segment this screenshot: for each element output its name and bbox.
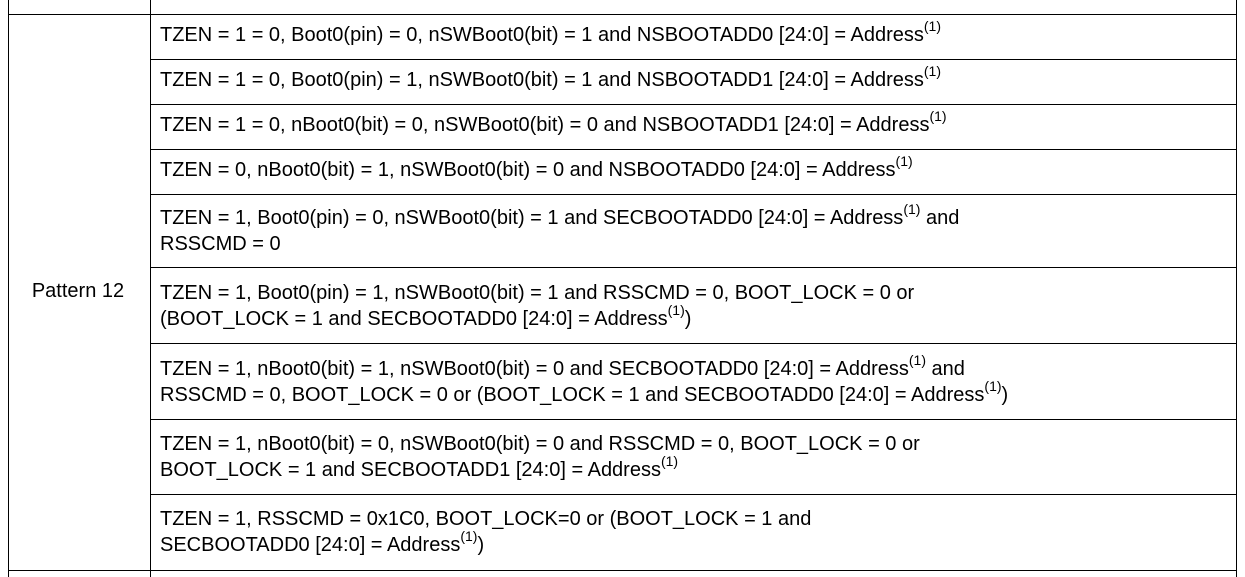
pattern-label: Pattern 12	[31, 280, 125, 302]
cell-text-line: TZEN = 1, RSSCMD = 0x1C0, BOOT_LOCK=0 or…	[160, 506, 1230, 532]
cell-text: )	[684, 308, 692, 330]
table-row: TZEN = 1 = 0, nBoot0(bit) = 0, nSWBoot0(…	[160, 109, 1230, 138]
cell-text: TZEN = 1 = 0, Boot0(pin) = 0, nSWBoot0(b…	[160, 24, 924, 46]
cell-text-line: BOOT_LOCK = 1 and SECBOOTADD1 [24:0] = A…	[160, 454, 1230, 483]
cell-text: TZEN = 1 = 0, Boot0(pin) = 1, nSWBoot0(b…	[160, 69, 924, 91]
table-row-divider	[150, 104, 1237, 105]
footnote-ref: (1)	[667, 302, 685, 319]
cell-text: TZEN = 1 = 0, nBoot0(bit) = 0, nSWBoot0(…	[160, 114, 930, 136]
cell-text: TZEN = 1, nBoot0(bit) = 0, nSWBoot0(bit)…	[160, 433, 920, 455]
footnote-ref: (1)	[908, 352, 926, 369]
cell-text-line: TZEN = 1 = 0, nBoot0(bit) = 0, nSWBoot0(…	[160, 109, 1230, 138]
table-row: TZEN = 1 = 0, Boot0(pin) = 0, nSWBoot0(b…	[160, 19, 1230, 48]
cell-text: RSSCMD = 0, BOOT_LOCK = 0 or (BOOT_LOCK …	[160, 384, 985, 406]
footnote-ref: (1)	[460, 528, 478, 545]
table-row: TZEN = 1 = 0, Boot0(pin) = 1, nSWBoot0(b…	[160, 64, 1230, 93]
footnote-ref: (1)	[923, 63, 942, 80]
cell-text-line: RSSCMD = 0	[160, 231, 1230, 257]
table-row-divider	[150, 267, 1237, 268]
cell-text: TZEN = 1, nBoot0(bit) = 1, nSWBoot0(bit)…	[160, 358, 909, 380]
cell-text: (BOOT_LOCK = 1 and SECBOOTADD0 [24:0] = …	[160, 308, 668, 330]
footnote-ref: (1)	[984, 378, 1002, 395]
table-column-divider	[150, 0, 151, 577]
table-row-divider	[150, 59, 1237, 60]
cell-text-line: TZEN = 1 = 0, Boot0(pin) = 1, nSWBoot0(b…	[160, 64, 1230, 93]
cell-text: )	[477, 534, 485, 556]
cell-text: SECBOOTADD0 [24:0] = Address	[160, 534, 461, 556]
table-row-divider	[150, 149, 1237, 150]
cell-text: TZEN = 1, Boot0(pin) = 1, nSWBoot0(bit) …	[160, 282, 915, 304]
cell-text: TZEN = 1, Boot0(pin) = 0, nSWBoot0(bit) …	[160, 207, 904, 229]
cell-text-line: SECBOOTADD0 [24:0] = Address(1))	[160, 529, 1230, 558]
table-row: TZEN = 1, Boot0(pin) = 0, nSWBoot0(bit) …	[160, 202, 1230, 257]
table-row: TZEN = 0, nBoot0(bit) = 1, nSWBoot0(bit)…	[160, 154, 1230, 183]
table-border-left	[8, 0, 9, 577]
cell-text-line: RSSCMD = 0, BOOT_LOCK = 0 or (BOOT_LOCK …	[160, 379, 1230, 408]
footnote-ref: (1)	[929, 108, 947, 125]
cell-text: )	[1001, 384, 1009, 406]
table-row-divider	[150, 494, 1237, 495]
table-row-divider	[8, 570, 1237, 571]
cell-text: TZEN = 1, RSSCMD = 0x1C0, BOOT_LOCK=0 or…	[160, 508, 812, 530]
cell-text: and	[926, 358, 965, 380]
cell-text: RSSCMD = 0	[160, 233, 281, 255]
table-row-divider	[150, 343, 1237, 344]
cell-text: and	[920, 207, 960, 229]
table-row-divider	[150, 194, 1237, 195]
footnote-ref: (1)	[660, 453, 679, 470]
table-row-divider	[8, 14, 1237, 15]
cell-text-line: TZEN = 1, nBoot0(bit) = 1, nSWBoot0(bit)…	[160, 353, 1230, 382]
cell-text-line: TZEN = 0, nBoot0(bit) = 1, nSWBoot0(bit)…	[160, 154, 1230, 183]
footnote-ref: (1)	[903, 201, 921, 218]
cell-text-line: TZEN = 1, nBoot0(bit) = 0, nSWBoot0(bit)…	[160, 431, 1230, 457]
cell-text: BOOT_LOCK = 1 and SECBOOTADD1 [24:0] = A…	[160, 459, 661, 481]
table-row: TZEN = 1, nBoot0(bit) = 0, nSWBoot0(bit)…	[160, 431, 1230, 483]
table-border-right	[1236, 0, 1237, 577]
table-row: TZEN = 1, RSSCMD = 0x1C0, BOOT_LOCK=0 or…	[160, 506, 1230, 558]
table-row: TZEN = 1, Boot0(pin) = 1, nSWBoot0(bit) …	[160, 280, 1230, 332]
table-row-divider	[150, 419, 1237, 420]
cell-text-line: (BOOT_LOCK = 1 and SECBOOTADD0 [24:0] = …	[160, 303, 1230, 332]
cell-text: TZEN = 0, nBoot0(bit) = 1, nSWBoot0(bit)…	[160, 159, 896, 181]
cell-text-line: TZEN = 1, Boot0(pin) = 0, nSWBoot0(bit) …	[160, 202, 1230, 231]
cell-text-line: TZEN = 1 = 0, Boot0(pin) = 0, nSWBoot0(b…	[160, 19, 1230, 48]
footnote-ref: (1)	[895, 153, 913, 170]
footnote-ref: (1)	[923, 18, 942, 35]
table-row: TZEN = 1, nBoot0(bit) = 1, nSWBoot0(bit)…	[160, 353, 1230, 408]
cell-text-line: TZEN = 1, Boot0(pin) = 1, nSWBoot0(bit) …	[160, 280, 1230, 306]
